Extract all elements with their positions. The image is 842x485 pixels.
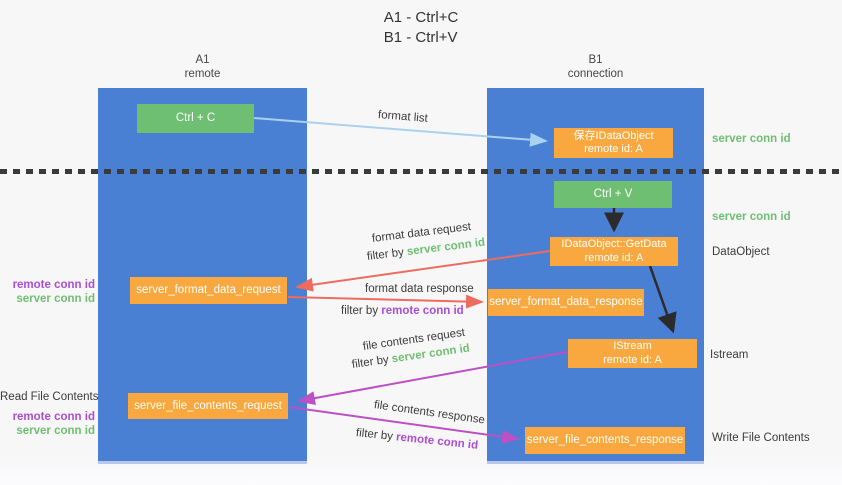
node-ctrl-v-label: Ctrl + V [593, 188, 633, 200]
node-ctrl-c: Ctrl + C [137, 104, 254, 133]
lane-a1-name: A1 [195, 54, 210, 66]
node-server-format-data-request-label: server_format_data_request [136, 284, 281, 296]
label-right-server-conn-id-2: server conn id [712, 211, 791, 223]
node-save-idataobject: 保存IDataObject remote id: A [554, 128, 673, 158]
label-filter-remote-conn-1: filter by remote conn id [341, 305, 464, 317]
label-read-file-contents: Read File Contents [0, 391, 99, 403]
arrow-getdata-to-istream [648, 265, 677, 334]
arrow-file-contents-request [297, 351, 568, 406]
session-separator-line [0, 169, 842, 174]
label-right-server-conn-id-1: server conn id [712, 133, 791, 145]
arrow-format-list [253, 117, 548, 147]
node-idataobject-getdata-line1: IDataObject::GetData [561, 238, 667, 250]
node-ctrl-v: Ctrl + V [554, 181, 672, 208]
label-write-file-contents: Write File Contents [712, 432, 810, 444]
label-left-server-conn-id-2: server conn id [16, 425, 95, 437]
title-line-1: A1 - Ctrl+C [383, 9, 459, 26]
node-save-idataobject-line1: 保存IDataObject [573, 129, 654, 142]
filter-prefix: filter by [341, 305, 382, 317]
node-server-file-contents-response: server_file_contents_response [525, 427, 685, 454]
lane-header-a1: A1 remote [98, 53, 307, 81]
node-server-file-contents-request-label: server_file_contents_request [134, 399, 282, 412]
node-server-format-data-response: server_format_data_response [488, 289, 644, 316]
node-server-format-data-response-label: server_format_data_response [489, 296, 643, 308]
label-format-data-response: format data response [365, 283, 474, 295]
node-ctrl-c-label: Ctrl + C [175, 112, 216, 124]
node-server-file-contents-response-label: server_file_contents_response [526, 434, 684, 446]
label-left-remote-conn-id-1: remote conn id [12, 279, 95, 291]
label-left-server-conn-id-1: server conn id [16, 293, 95, 305]
arrow-format-data-request [295, 250, 551, 292]
node-idataobject-getdata: IDataObject::GetData remote id: A [550, 237, 678, 266]
remote-conn-id-text: remote conn id [381, 305, 464, 317]
lane-a1-role: remote [184, 68, 221, 80]
node-istream: IStream remote id: A [568, 339, 697, 368]
node-istream-line2: remote id: A [603, 353, 662, 366]
label-left-remote-conn-id-2: remote conn id [12, 411, 95, 423]
node-istream-line1: IStream [613, 340, 652, 352]
label-istream: Istream [710, 349, 749, 361]
node-server-file-contents-request: server_file_contents_request [128, 393, 288, 419]
lane-header-b1: B1 connection [487, 53, 704, 81]
arrow-file-contents-response [288, 406, 520, 444]
node-server-format-data-request: server_format_data_request [130, 277, 287, 304]
label-dataobject: DataObject [712, 246, 770, 258]
node-idataobject-getdata-line2: remote id: A [584, 251, 644, 264]
arrow-format-data-response [287, 294, 484, 309]
diagram-title: A1 - Ctrl+C B1 - Ctrl+V [0, 8, 842, 48]
lane-b1-name: B1 [588, 54, 603, 66]
title-line-2: B1 - Ctrl+V [383, 29, 458, 46]
lane-b1-role: connection [567, 68, 624, 80]
node-save-idataobject-line2: remote id: A [584, 143, 643, 155]
